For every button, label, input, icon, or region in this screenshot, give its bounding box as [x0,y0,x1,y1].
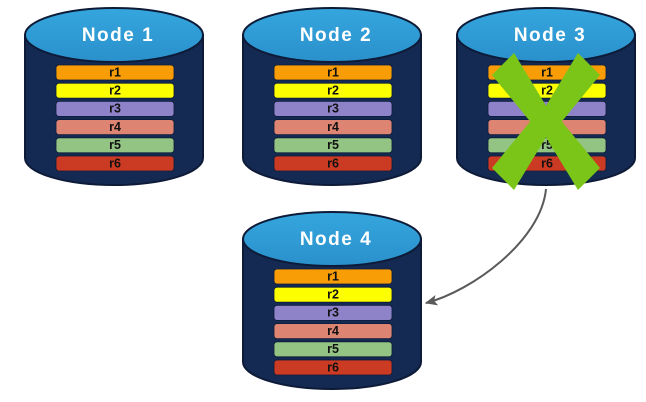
replica-bar-label: r5 [109,138,121,152]
replica-bar-label: r4 [327,324,339,338]
replica-bar[interactable] [55,101,175,117]
cylinder-top [242,7,422,63]
replica-bar[interactable] [273,82,393,99]
node-label: Node 2 [300,25,372,46]
replica-bar[interactable] [55,155,175,172]
migration-arrow [424,188,547,306]
replica-bar-label: r4 [109,120,121,134]
replica-bar-label: r1 [327,65,339,79]
replica-bar[interactable] [55,119,175,135]
database-cylinder-2[interactable]: Node 2 r1 r2 r3 r4 r5 r6 [242,7,422,186]
replica-bar-label: r2 [327,287,339,301]
replica-bar-label: r2 [327,83,339,97]
replica-bar-label: r3 [109,102,121,116]
replica-bar-label: r1 [327,269,339,283]
database-cylinder-4[interactable]: Node 4 r1 r2 r3 r4 r5 r6 [242,211,422,390]
replica-bar[interactable] [273,155,393,172]
database-cylinder-1[interactable]: Node 1 r1 r2 r3 r4 r5 r6 [24,7,204,186]
replica-bar-label: r6 [541,156,553,170]
replica-bar-label: r6 [327,360,339,374]
replica-bar-label: r1 [109,65,121,79]
green-cross-icon [492,53,600,190]
node-label: Node 1 [82,25,154,46]
replica-bar[interactable] [55,82,175,99]
replica-bar[interactable] [273,268,393,285]
replica-bar-label: r2 [541,83,553,97]
replica-bar[interactable] [273,119,393,135]
node-label: Node 4 [300,229,372,250]
cylinder-top [456,7,636,63]
database-cylinder-3[interactable]: Node 3r1r2r3r4r5r6 [456,7,636,186]
replica-bar-label: r6 [109,156,121,170]
cylinder-top [24,7,204,63]
replica-bar-label: r5 [541,138,553,152]
replica-bar[interactable] [273,304,393,321]
replica-bar[interactable] [273,101,393,117]
replica-bar[interactable] [273,286,393,303]
replica-bar-label: r5 [327,138,339,152]
replica-bar[interactable] [55,64,175,81]
replica-bar[interactable] [273,323,393,340]
replica-bar[interactable] [273,341,393,358]
replica-bar-label: r4 [327,120,339,134]
replica-bar-label: r5 [327,342,339,356]
cylinder-top [242,211,422,267]
node-label: Node 3 [514,25,586,46]
replica-bar[interactable] [273,359,393,376]
replica-bar[interactable] [273,137,393,154]
overlay-layer [424,53,600,306]
replica-bar-label: r6 [327,156,339,170]
replica-bar-label: r1 [541,65,553,79]
replica-bar-label: r2 [109,83,121,97]
replica-bar[interactable] [55,137,175,154]
replica-bar-label: r3 [327,306,339,320]
replica-bar-label: r3 [327,102,339,116]
replica-bar[interactable] [273,64,393,81]
